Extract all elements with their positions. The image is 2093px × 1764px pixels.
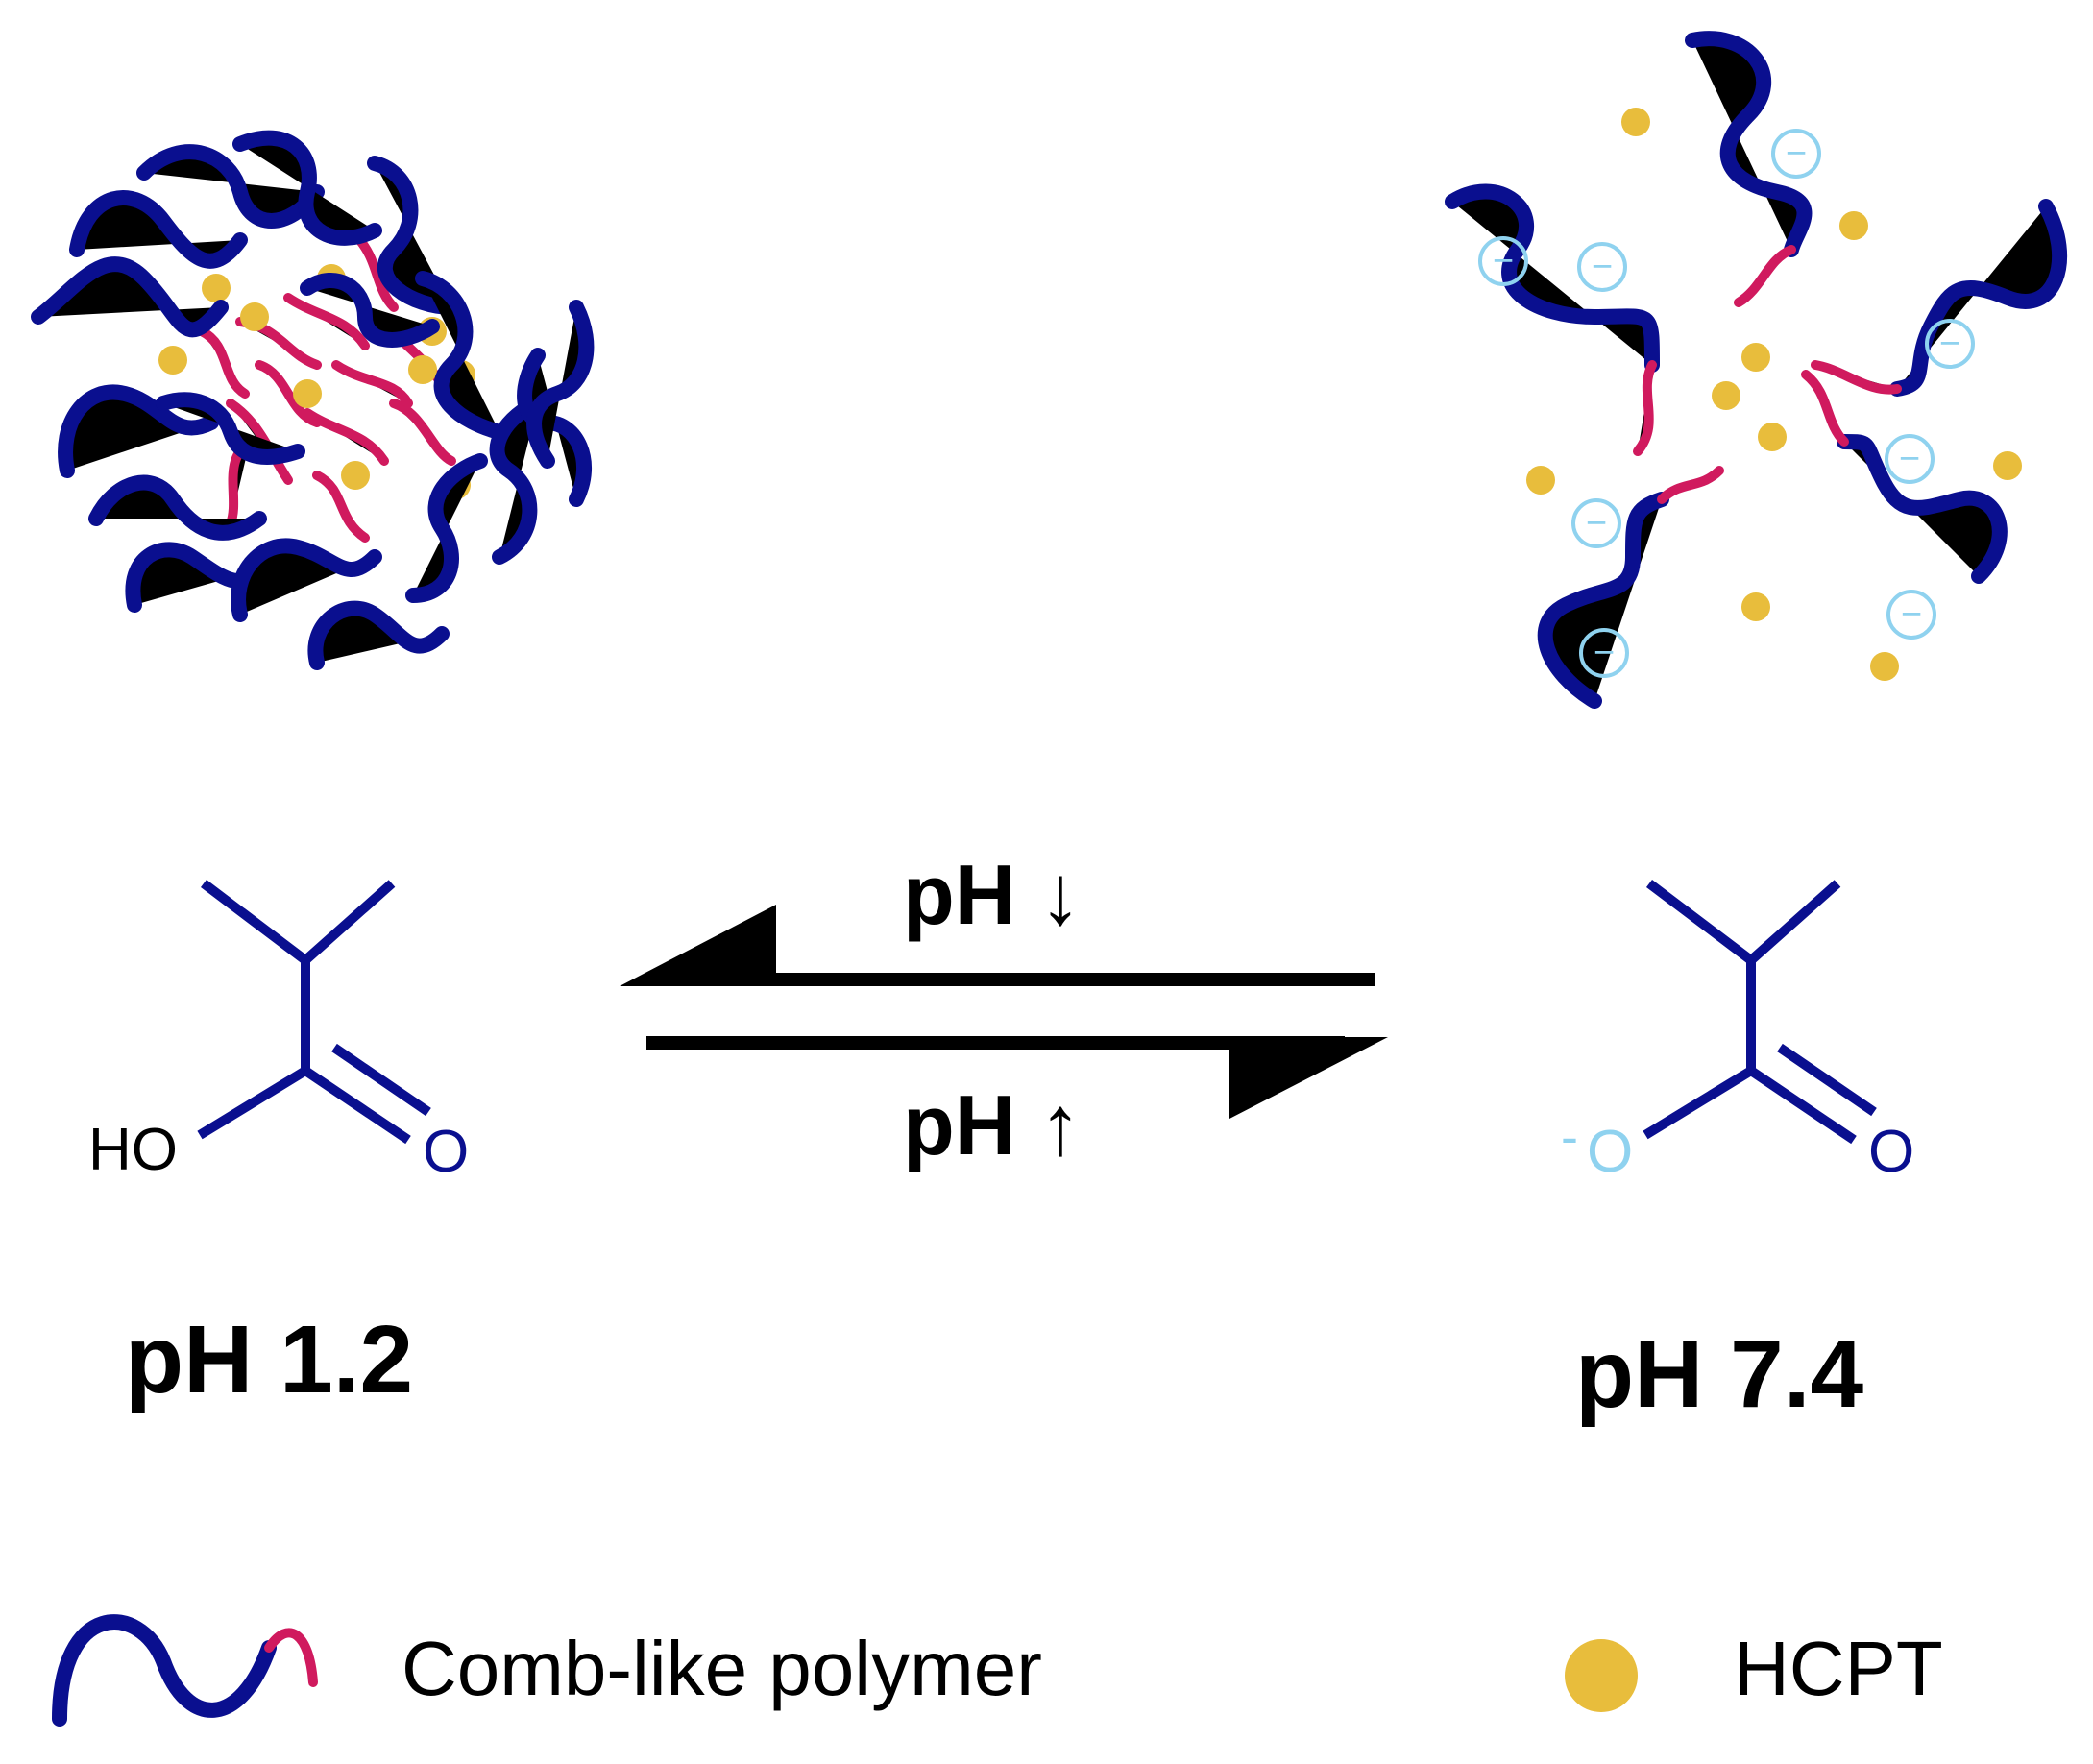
corona-chain — [88, 474, 267, 541]
carboxylate-carbonyl-bond-1 — [1748, 1066, 1857, 1145]
legend-polymer-icon — [52, 1614, 277, 1727]
free-chain-segment — [1657, 466, 1724, 504]
corona-chain — [405, 453, 488, 603]
dispersed-chains — [1445, 31, 2067, 709]
encapsulated-drug — [158, 346, 187, 375]
anion-oxygen: O — [1587, 1119, 1633, 1185]
free-chain-segment — [1801, 370, 1849, 447]
released-drug — [1993, 451, 2022, 480]
core-segment — [197, 326, 250, 399]
corona-chain — [367, 156, 459, 315]
corona-chain — [31, 256, 229, 338]
charge-symbol: − — [1594, 633, 1615, 673]
micelle-corona-chains — [31, 130, 595, 670]
legend-polymer-label: Comb-like polymer — [402, 1626, 1042, 1711]
acid-carbonyl-bond-2 — [331, 1043, 431, 1117]
negative-charge: − — [1579, 628, 1629, 678]
encapsulated-drug — [202, 274, 231, 302]
core-segment — [389, 399, 456, 466]
acidic-ph-label: pH 1.2 — [125, 1306, 413, 1414]
carboxylate-backbone — [1645, 880, 1841, 967]
released-drug — [1712, 381, 1740, 410]
corona-chain — [58, 384, 219, 478]
legend-drug-icon — [1565, 1639, 1638, 1712]
encapsulated-drug — [341, 461, 370, 490]
corona-chain — [415, 271, 507, 440]
corona-chain — [232, 130, 382, 246]
charge-symbol: − — [1493, 241, 1514, 281]
corona-chain — [136, 144, 325, 229]
corona-chain — [231, 538, 382, 622]
carboxylate-structure: - O O — [1561, 880, 1914, 1185]
legend-drug-label: HCPT — [1734, 1626, 1943, 1711]
free-chain — [1889, 199, 2067, 397]
legend: Comb-like polymer HCPT — [52, 1614, 1943, 1727]
core-segment — [331, 360, 413, 408]
negative-charge: − — [1478, 236, 1528, 286]
corona-chain — [489, 396, 546, 565]
charge-symbol: − — [1901, 594, 1922, 635]
free-chain — [1837, 434, 2008, 584]
charge-symbol: − — [1899, 439, 1920, 479]
negative-charge: − — [1577, 242, 1627, 292]
negative-charge: − — [1925, 319, 1975, 369]
charge-symbol: − — [1592, 247, 1613, 287]
anion-sign: - — [1561, 1108, 1578, 1166]
carboxylic-acid-structure: HO O — [88, 880, 469, 1185]
acid-carbonyl-oxygen: O — [423, 1119, 469, 1185]
encapsulated-drug — [293, 379, 322, 408]
carboxylate-o-bond — [1643, 1066, 1754, 1140]
core-segment — [283, 293, 370, 350]
negative-charge: − — [1885, 434, 1935, 484]
negative-charge: − — [1886, 590, 1936, 640]
ph-increase-label: pH ↑ — [903, 1077, 1082, 1172]
free-chain — [1685, 31, 1813, 257]
corona-chain — [307, 600, 450, 670]
acid-backbone — [200, 880, 396, 967]
ph-decrease-label: pH ↓ — [903, 847, 1082, 942]
carboxylate-carbonyl-bond-2 — [1777, 1043, 1877, 1117]
released-drug — [1741, 343, 1770, 372]
released-drug — [1621, 108, 1650, 136]
encapsulated-drug — [408, 355, 437, 384]
acid-carbonyl-bond-1 — [303, 1066, 411, 1145]
free-chain — [1445, 183, 1660, 373]
corona-chain — [156, 392, 305, 465]
acid-oh-bond — [197, 1066, 308, 1140]
dispersed-polymer: − − − − − − − − — [1445, 31, 2067, 709]
free-chain-segment — [1811, 360, 1902, 395]
released-drug — [1741, 592, 1770, 621]
free-chain — [1537, 492, 1669, 709]
reverse-arrowhead — [620, 905, 776, 986]
encapsulated-drug — [240, 302, 269, 331]
legend-segment-icon — [264, 1628, 318, 1687]
core-segment — [312, 471, 370, 543]
released-drug — [1758, 423, 1787, 451]
negative-charge: − — [1771, 129, 1821, 179]
corona-chain — [526, 300, 595, 469]
released-drug — [1839, 211, 1868, 240]
hydroxyl-label: HO — [88, 1117, 178, 1183]
carboxylate-carbonyl-oxygen: O — [1868, 1119, 1914, 1185]
neutral-ph-label: pH 7.4 — [1575, 1320, 1863, 1428]
charge-symbol: − — [1939, 324, 1960, 364]
charge-symbol: − — [1786, 133, 1807, 174]
charge-symbol: − — [1586, 503, 1607, 544]
corona-chain — [300, 272, 440, 348]
free-chain-segment — [1734, 245, 1796, 307]
released-drug — [1870, 652, 1899, 681]
forward-arrowhead — [1229, 1037, 1388, 1119]
micelle-assembled — [31, 130, 595, 670]
core-segment — [255, 360, 322, 427]
corona-chain — [69, 190, 248, 269]
negative-charge: − — [1571, 498, 1621, 548]
released-drug — [1526, 466, 1555, 495]
free-chain-segment — [1633, 360, 1657, 456]
equilibrium-arrows: pH ↓ pH ↑ — [620, 847, 1388, 1172]
released-drug-particles — [1526, 108, 2022, 681]
negative-charges: − − − − − − − − — [1478, 129, 1975, 678]
